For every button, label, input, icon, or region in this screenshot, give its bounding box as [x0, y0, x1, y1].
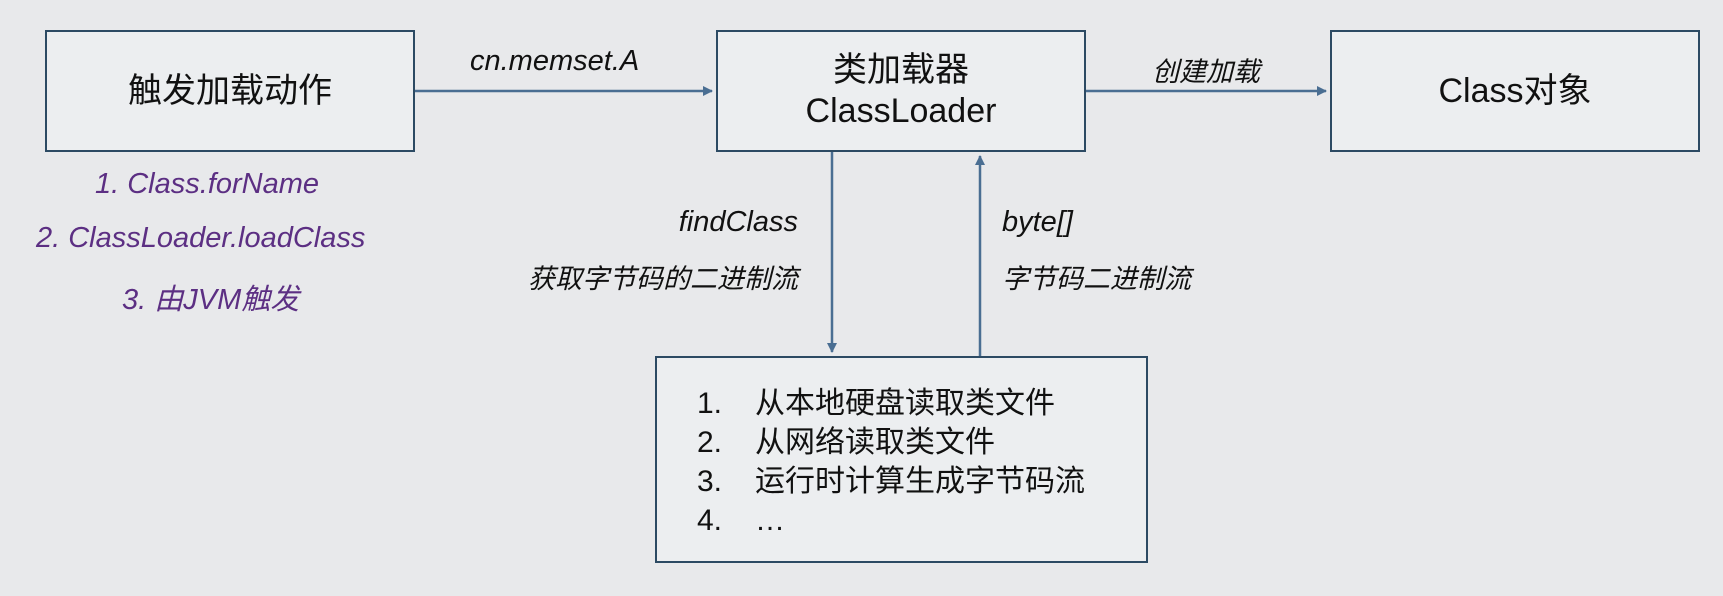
source-item: 2. 从网络读取类文件 — [697, 423, 1146, 462]
trigger-method-3: 3. 由JVM触发 — [122, 284, 300, 316]
trigger-method-1: 1. Class.forName — [95, 168, 320, 200]
edge-label-class-name: cn.memset.A — [470, 45, 640, 77]
trigger-method-2: 2. ClassLoader.loadClass — [36, 222, 366, 254]
source-item-number: 1. — [697, 387, 723, 420]
edge-label-bytecode-binary-stream: 字节码二进制流 — [1002, 264, 1191, 294]
class-loader-title-en: ClassLoader — [805, 92, 997, 130]
source-item-text: … — [755, 504, 785, 537]
trigger-load-label: 触发加载动作 — [128, 71, 332, 110]
trigger-load-box: 触发加载动作 — [45, 30, 415, 152]
source-item-number: 3. — [697, 465, 723, 498]
source-item-text: 从本地硬盘读取类文件 — [755, 387, 1055, 420]
source-item: 1. 从本地硬盘读取类文件 — [697, 384, 1146, 423]
edge-label-create-load: 创建加载 — [1152, 57, 1260, 87]
class-loader-title-cn: 类加载器 — [833, 51, 969, 90]
source-item-text: 运行时计算生成字节码流 — [755, 465, 1085, 498]
source-item: 4. … — [697, 501, 1146, 540]
edge-label-byte-array: byte[] — [1002, 206, 1073, 238]
source-item: 3. 运行时计算生成字节码流 — [697, 462, 1146, 501]
edge-label-get-binary-stream: 获取字节码的二进制流 — [528, 264, 798, 294]
bytecode-sources-box: 1. 从本地硬盘读取类文件 2. 从网络读取类文件 3. 运行时计算生成字节码流… — [655, 356, 1148, 563]
class-loader-box: 类加载器 ClassLoader — [716, 30, 1086, 152]
edge-label-find-class: findClass — [678, 206, 798, 238]
class-object-label: Class对象 — [1438, 71, 1592, 110]
source-item-number: 2. — [697, 426, 723, 459]
class-object-box: Class对象 — [1330, 30, 1700, 152]
source-item-text: 从网络读取类文件 — [755, 426, 995, 459]
source-item-number: 4. — [697, 504, 723, 537]
